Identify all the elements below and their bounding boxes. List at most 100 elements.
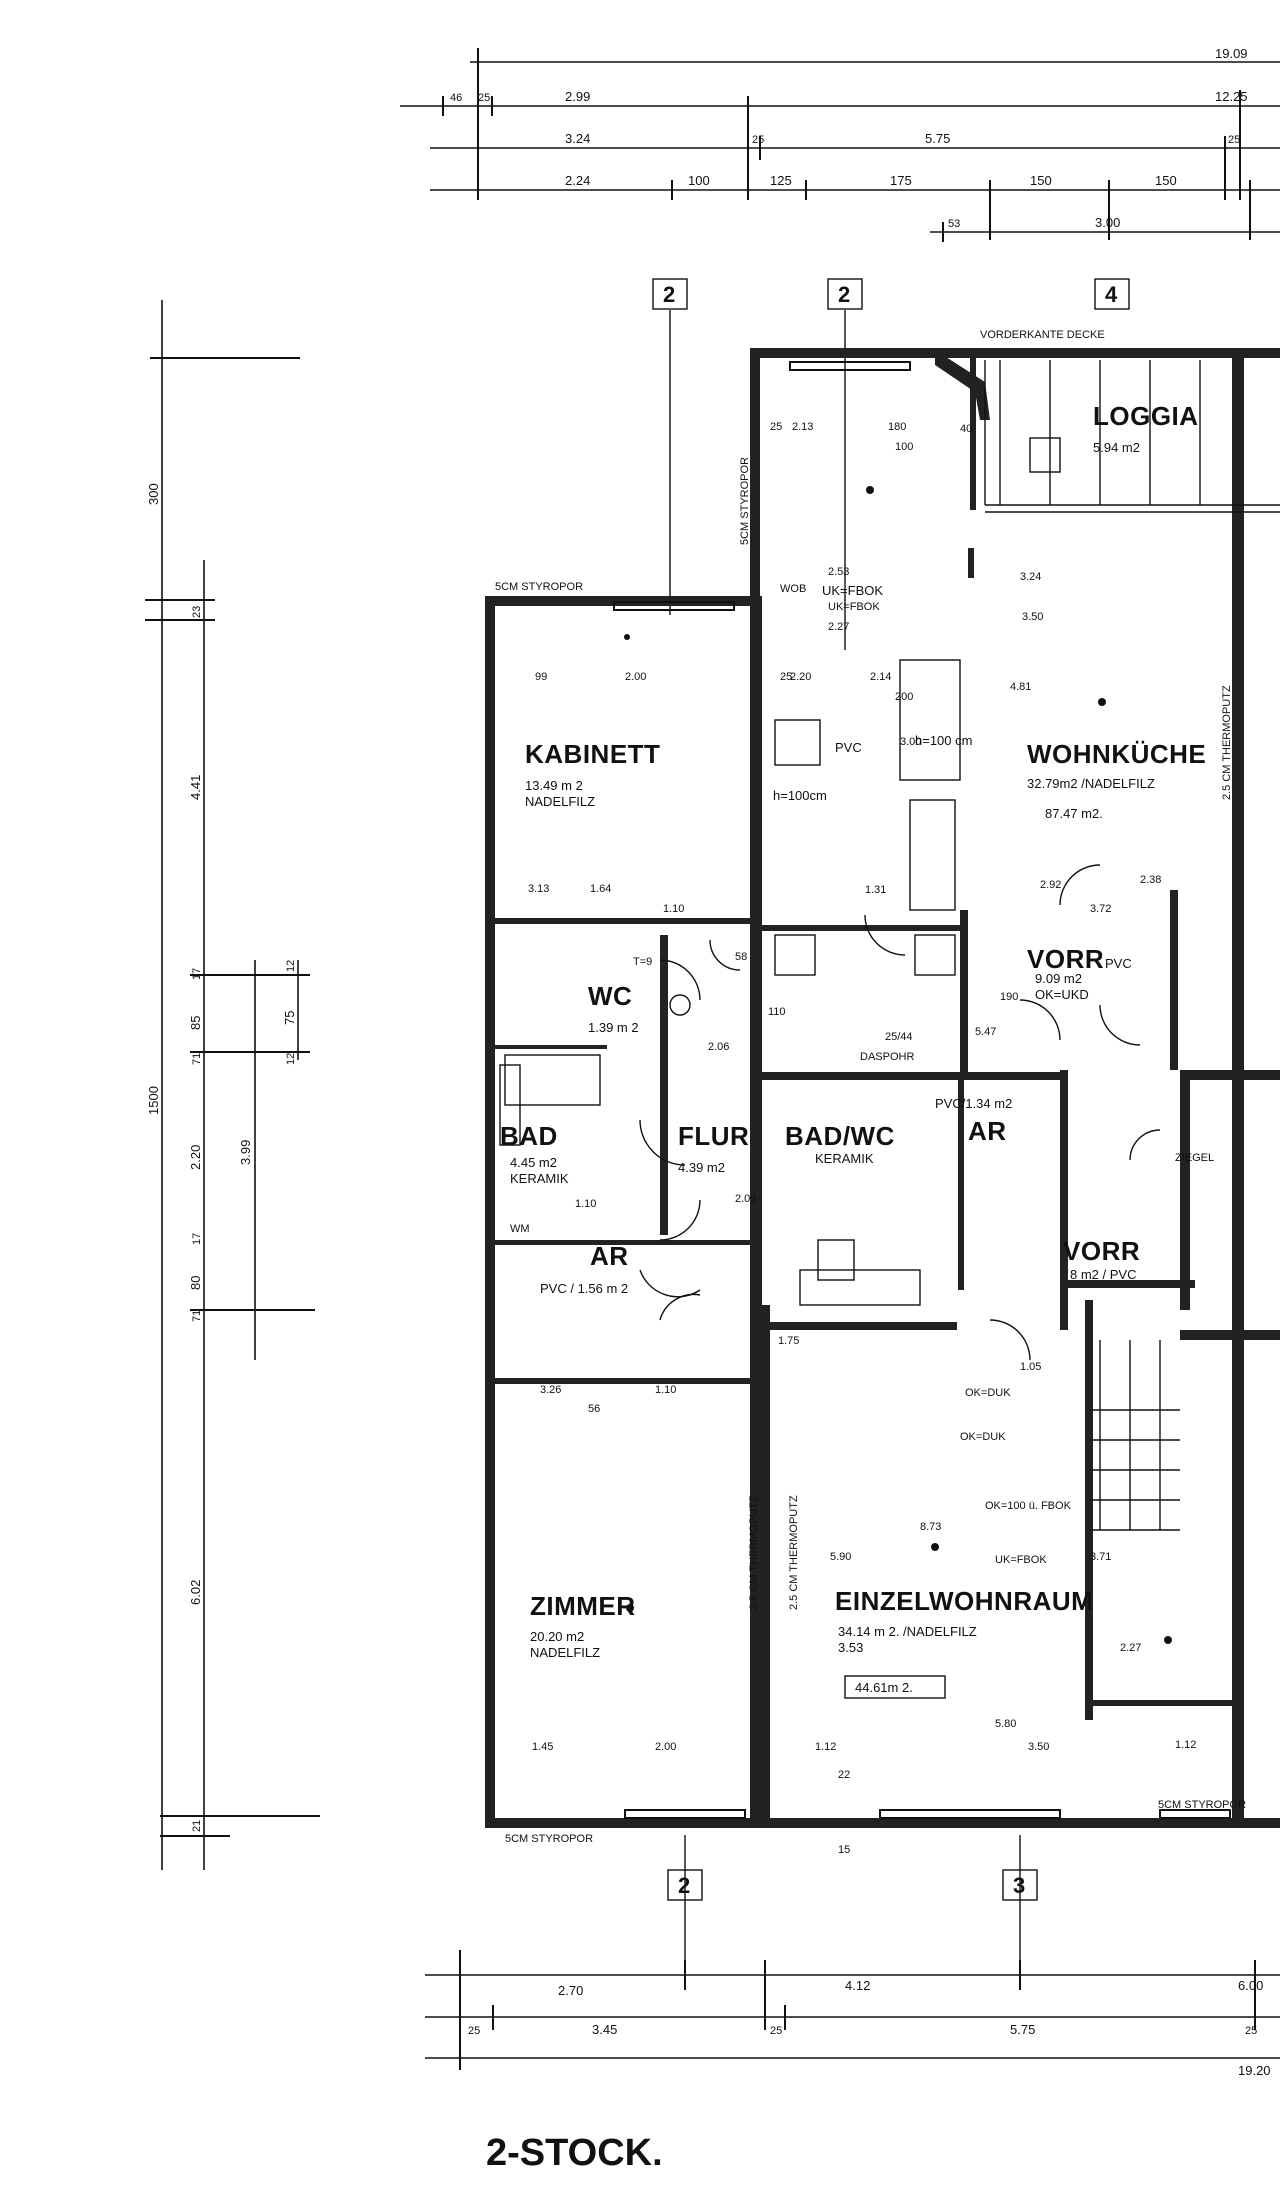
room-labels: LOGGIA 5.94 m2 KABINETT 13.49 m 2 NADELF… [500,401,1206,1699]
dim-bottom-25a: 25 [468,2025,480,2037]
inner-dim-label: 180 [888,421,906,433]
dim-top-100: 100 [688,173,710,188]
dim-left-1500: 1500 [146,1086,161,1115]
inner-dim-label: 3.50 [1028,1741,1049,1753]
dim-top-53: 53 [948,218,960,230]
note-ok-duk1: OK=DUK [965,1387,1011,1399]
inner-dim-label: 5.80 [995,1718,1016,1730]
dim-left-441: 4.41 [188,775,203,800]
axis-bottom-3: 3 [1013,1873,1025,1898]
room-einzelwohnraum-name: EINZELWOHNRAUM [835,1586,1093,1616]
dim-top-300: 3.00 [1095,215,1120,230]
room-ar2-area: PVC / 1.56 m 2 [540,1281,628,1296]
room-wc-name: WC [588,981,632,1011]
inner-dim-label: 3.50 [1022,611,1043,623]
room-flur-area: 4.39 m2 [678,1160,725,1175]
inner-dim-label: 1.12 [1175,1739,1196,1751]
dim-left-21: 21 [191,1820,203,1832]
dim-left-17b: 17 [191,1233,203,1245]
inner-dim-label: 200 [895,691,913,703]
note-ok100: OK=100 ü. FBOK [985,1500,1072,1512]
dim-left-71b: 71 [191,1310,203,1322]
inner-dim-label: 2.09 [735,1193,756,1205]
dim-top-150b: 150 [1155,173,1177,188]
room-bad1-floor: KERAMIK [510,1171,569,1186]
dim-top-total: 19.09 [1215,46,1248,61]
inner-dim-label: 2.53 [828,566,849,578]
plan-title: 2-STOCK. [486,2132,663,2174]
note-uk-fbok: UK=FBOK [822,583,883,598]
note-h100b: h=100cm [773,788,827,803]
note-vorderkante: VORDERKANTE DECKE [980,329,1105,341]
room-zimmer-area: 20.20 m2 [530,1629,584,1644]
dim-top-575: 5.75 [925,131,950,146]
note-wob1: WOB [780,583,806,595]
dim-left-71a: 71 [191,1053,203,1065]
inner-dim-label: 2.27 [1120,1642,1141,1654]
room-flur-name: FLUR [678,1121,749,1151]
dim-bottom-25c: 25 [1245,2025,1257,2037]
dim-top-125: 125 [770,173,792,188]
inner-dim-label: 3.71 [1090,1551,1111,1563]
inner-dim-label: 5.90 [830,1551,851,1563]
dim-top-25a: 25 [478,92,490,104]
inner-dim-label: 99 [535,671,547,683]
room-loggia-name: LOGGIA [1093,401,1199,431]
inner-dim-label: 4.81 [1010,681,1031,693]
inner-dim-label: 8.73 [920,1521,941,1533]
inner-dim-label: 15 [838,1844,850,1856]
room-zimmer-floor: NADELFILZ [530,1645,600,1660]
inner-dim-label: 1.12 [815,1741,836,1753]
room-vorr2-area: 8 m2 / PVC [1070,1267,1136,1282]
room-kabinett-floor: NADELFILZ [525,794,595,809]
inner-dim-label: 100 [895,441,913,453]
notes: VORDERKANTE DECKE 5CM STYROPOR 5CM STYRO… [495,329,1246,1845]
axis-bottom-2: 2 [678,1873,690,1898]
dim-left-80: 80 [188,1276,203,1290]
room-einzelwohnraum-volume: 44.61m 2. [855,1680,913,1695]
room-badwc-floor: KERAMIK [815,1151,874,1166]
note-ziegel: ZIEGEL [1175,1152,1214,1164]
room-kabinett-name: KABINETT [525,739,660,769]
axis-top-2b: 2 [838,282,850,307]
inner-dim-label: 1.05 [1020,1361,1041,1373]
inner-dim-label: 1.75 [778,1335,799,1347]
inner-dim-label: 56 [588,1403,600,1415]
dim-bottom-270: 2.70 [558,1983,583,1998]
room-wohnkueche-name: WOHNKÜCHE [1027,739,1206,769]
dim-left-602: 6.02 [188,1580,203,1605]
inner-dim-label: 190 [1000,991,1018,1003]
note-thermoputz1: 2.5 CM THERMOPUTZ [748,1495,760,1610]
room-vorr2-name: VORR [1063,1236,1140,1266]
dim-bottom-600: 6.00 [1238,1978,1263,1993]
dim-left-300: 300 [146,483,161,505]
dim-top-224: 2.24 [565,173,590,188]
room-ar1-area: PVC/1.34 m2 [935,1096,1012,1111]
dim-left-17a: 17 [191,968,203,980]
dim-top-324: 3.24 [565,131,590,146]
left-dimension-lines: 1500 300 23 4.41 17 85 71 2.20 17 80 71 … [145,300,320,1870]
dim-left-220: 2.20 [188,1145,203,1170]
note-thermoputz3: 2.5 CM THERMOPUTZ [1221,685,1233,800]
inner-dim-label: 3.26 [540,1384,561,1396]
note-pvc: PVC [835,740,862,755]
note-styropor-bottom-left: 5CM STYROPOR [505,1833,593,1845]
room-wohnkueche-area: 32.79m2 /NADELFILZ [1027,776,1155,791]
inner-dim-label: 1.31 [865,884,886,896]
note-t9: T=9 [633,956,652,968]
bottom-dimension-lines: 2 3 2.70 4.12 6.00 25 3.45 25 5.75 25 19… [425,1835,1280,2078]
inner-dim-label: 2.20 [790,671,811,683]
inner-dim-label: 2.13 [792,421,813,433]
note-styropor-vert: 5CM STYROPOR [739,457,751,545]
axis-top-4: 4 [1105,282,1118,307]
room-vorr1-floor: PVC [1105,956,1132,971]
room-vorr1-name: VORR [1027,944,1104,974]
axis-markers-top: 2 2 4 [652,278,1130,650]
dim-bottom-412: 4.12 [845,1978,870,1993]
room-ar1-name: AR [968,1116,1007,1146]
inner-dim-label: 2.27 [828,621,849,633]
inner-dim-label: 2.00 [625,671,646,683]
axis-top-2a: 2 [663,282,675,307]
dim-top-150a: 150 [1030,173,1052,188]
